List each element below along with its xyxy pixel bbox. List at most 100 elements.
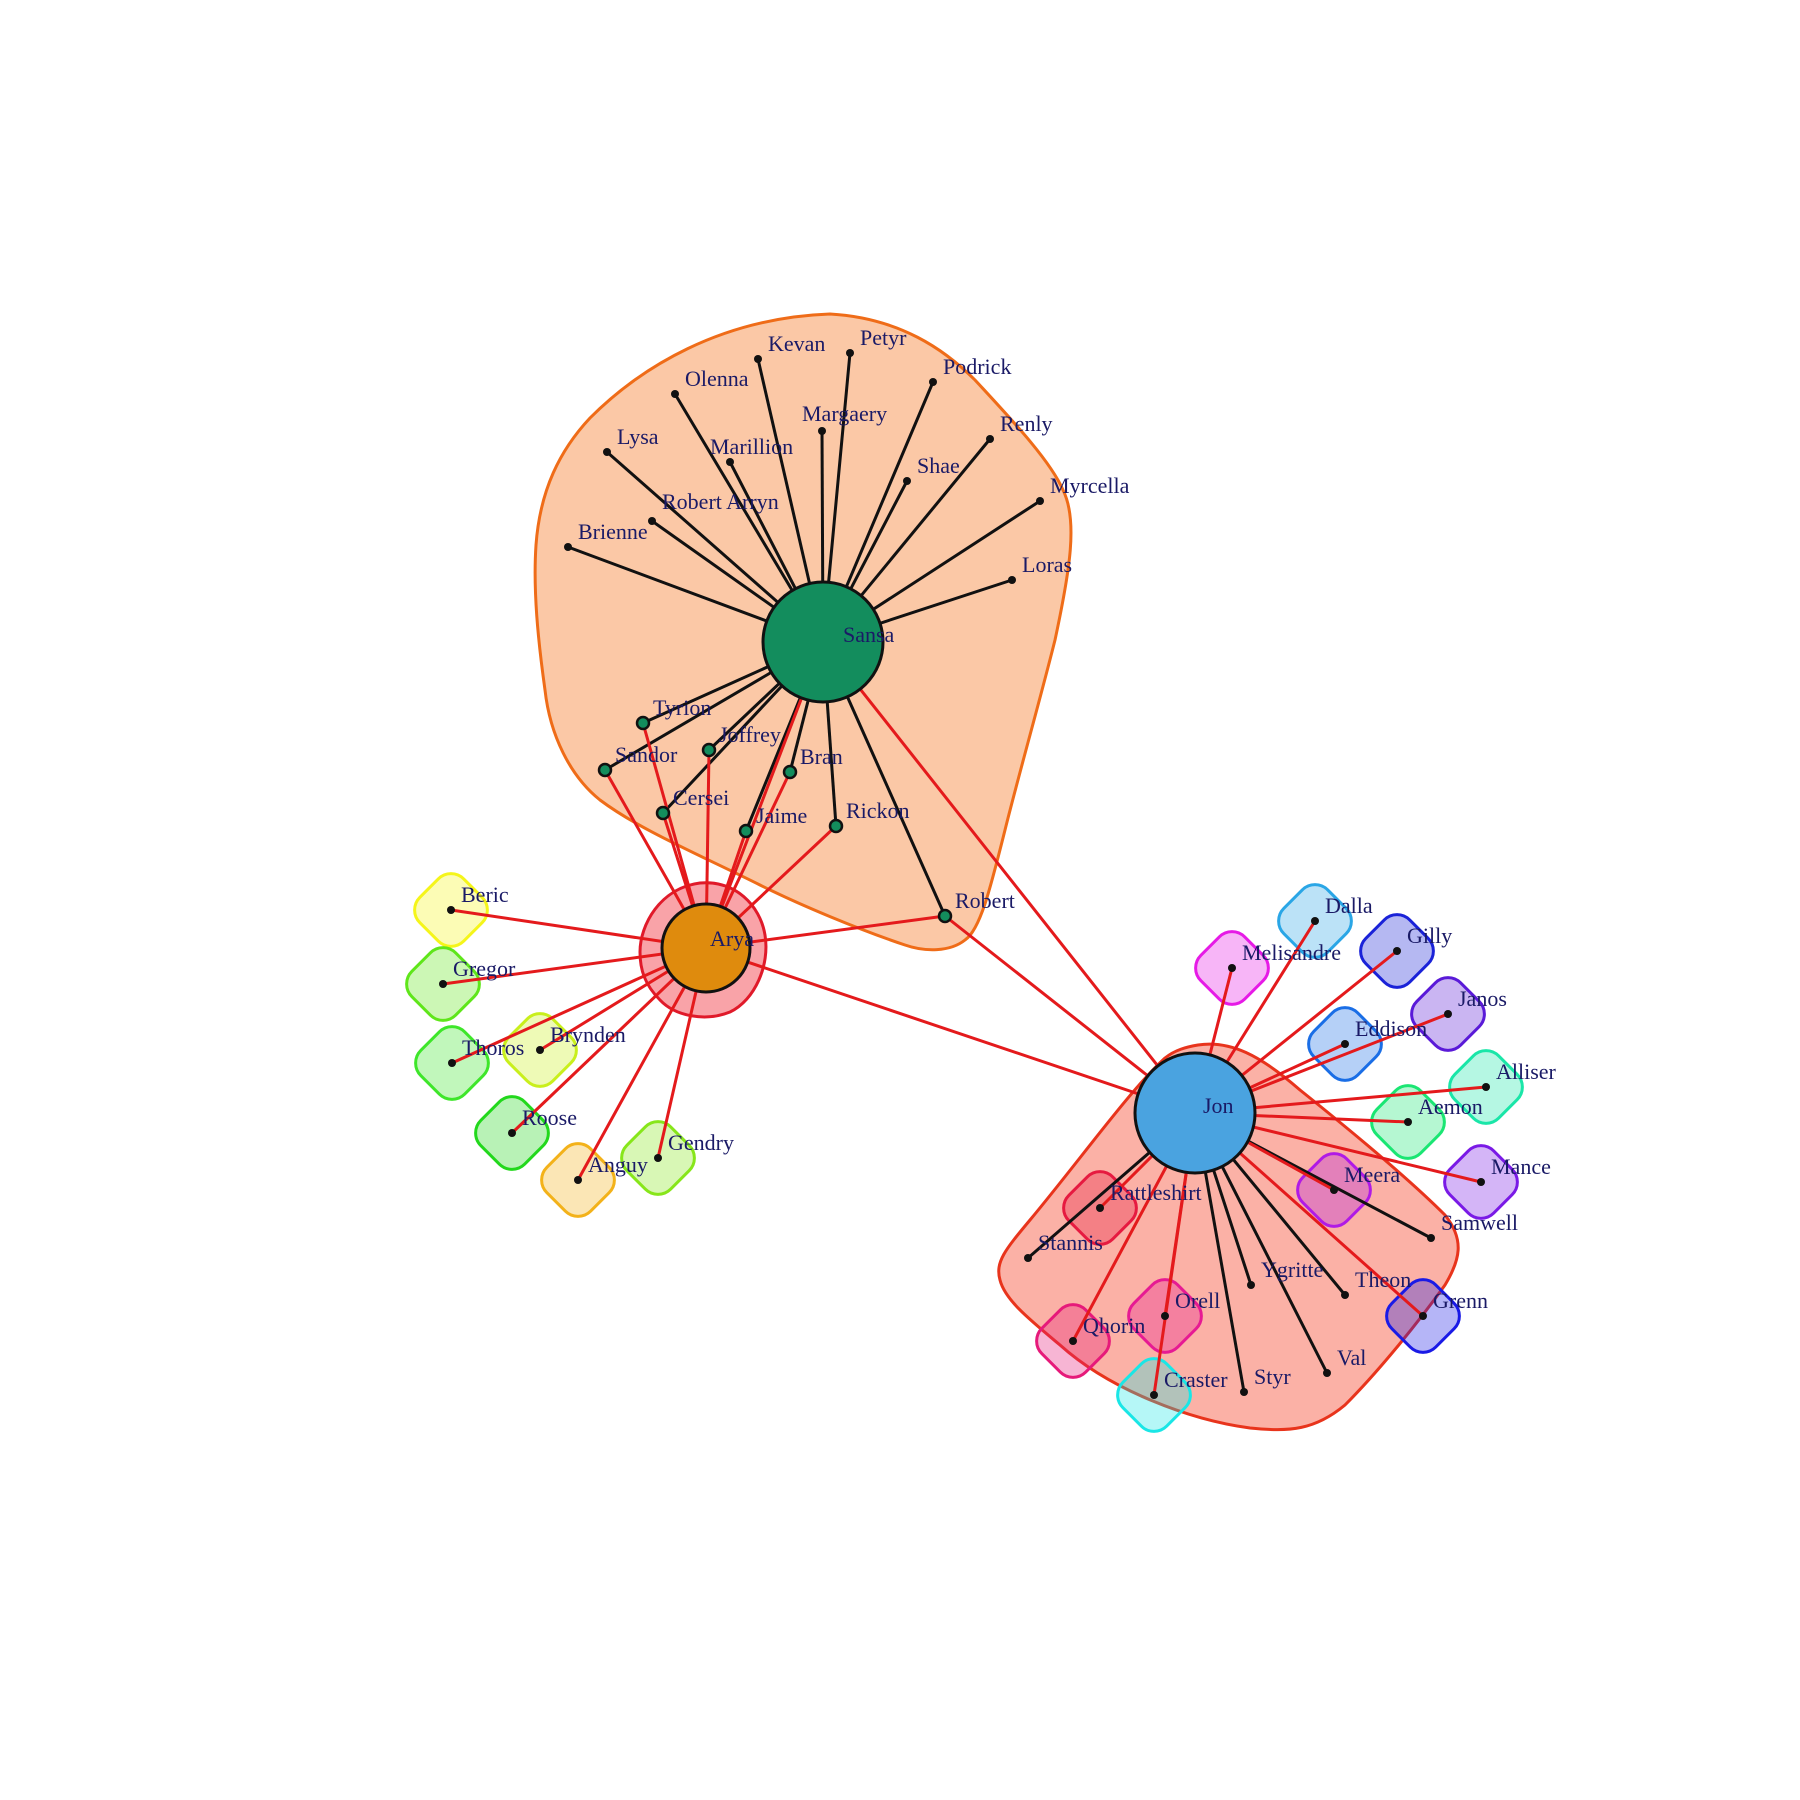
val-label: Val	[1337, 1345, 1366, 1370]
arya-label: Arya	[710, 926, 754, 951]
jaime-node[interactable]	[738, 823, 754, 839]
rickon-node[interactable]	[828, 818, 844, 834]
mance-label: Mance	[1491, 1154, 1551, 1179]
gilly-label: Gilly	[1407, 923, 1452, 948]
myrcella-label: Myrcella	[1050, 473, 1130, 498]
samwell-label: Samwell	[1441, 1210, 1518, 1235]
shae-node[interactable]	[903, 477, 911, 485]
sansa-label: Sansa	[843, 622, 895, 647]
edge-sansa-jon	[821, 641, 1197, 1114]
dalla-node[interactable]	[1311, 917, 1319, 925]
renly-label: Renly	[1000, 411, 1053, 436]
shae-label: Shae	[917, 453, 960, 478]
bran-node[interactable]	[782, 764, 798, 780]
marillion-node[interactable]	[726, 458, 734, 466]
theon-node[interactable]	[1341, 1291, 1349, 1299]
qhorin-label: Qhorin	[1083, 1313, 1145, 1338]
orell-node[interactable]	[1161, 1312, 1169, 1320]
olenna-label: Olenna	[685, 366, 749, 391]
lysa-node[interactable]	[603, 448, 611, 456]
brienne-node[interactable]	[564, 543, 572, 551]
mance-node[interactable]	[1477, 1178, 1485, 1186]
gilly-node[interactable]	[1393, 947, 1401, 955]
dalla-label: Dalla	[1325, 893, 1373, 918]
val-node[interactable]	[1323, 1369, 1331, 1377]
theon-label: Theon	[1355, 1267, 1411, 1292]
nodes	[439, 349, 1490, 1399]
aemon-label: Aemon	[1418, 1094, 1483, 1119]
alliser-label: Alliser	[1496, 1059, 1557, 1084]
loras-node[interactable]	[1008, 576, 1016, 584]
grenn-node[interactable]	[1419, 1312, 1427, 1320]
brynden-node[interactable]	[536, 1046, 544, 1054]
jon-node[interactable]	[1133, 1051, 1257, 1175]
styr-node[interactable]	[1240, 1388, 1248, 1396]
sandor-label: Sandor	[615, 742, 678, 767]
aemon-node[interactable]	[1404, 1118, 1412, 1126]
gendry-node[interactable]	[654, 1154, 662, 1162]
thoros-label: Thoros	[462, 1035, 524, 1060]
cersei-node[interactable]	[655, 805, 671, 821]
edge-arya-jon	[705, 946, 1196, 1115]
beric-node[interactable]	[447, 906, 455, 914]
sansa-node[interactable]	[761, 580, 885, 704]
robert_arryn-label: Robert Arryn	[662, 489, 779, 514]
rickon-label: Rickon	[846, 798, 910, 823]
ygritte-label: Ygritte	[1261, 1257, 1323, 1282]
tyrion-node[interactable]	[635, 715, 651, 731]
rattleshirt-label: Rattleshirt	[1110, 1180, 1202, 1205]
melisandre-node[interactable]	[1228, 964, 1236, 972]
cersei-label: Cersei	[673, 785, 729, 810]
petyr-node[interactable]	[846, 349, 854, 357]
edge-arya-thoros	[451, 946, 707, 1065]
podrick-node[interactable]	[929, 378, 937, 386]
loras-label: Loras	[1022, 552, 1072, 577]
joffrey-node[interactable]	[701, 742, 717, 758]
jon-label: Jon	[1203, 1093, 1234, 1118]
eddison-node[interactable]	[1341, 1040, 1349, 1048]
brienne-label: Brienne	[578, 519, 648, 544]
marillion-label: Marillion	[710, 434, 793, 459]
samwell-node[interactable]	[1427, 1234, 1435, 1242]
podrick-label: Podrick	[943, 354, 1011, 379]
kevan-node[interactable]	[754, 355, 762, 363]
robert-node[interactable]	[937, 908, 953, 924]
gendry-label: Gendry	[668, 1130, 734, 1155]
margaery-label: Margaery	[802, 401, 887, 426]
anguy-node[interactable]	[574, 1176, 582, 1184]
rattleshirt-node[interactable]	[1096, 1204, 1104, 1212]
ygritte-node[interactable]	[1247, 1281, 1255, 1289]
stannis-node[interactable]	[1024, 1254, 1032, 1262]
lysa-label: Lysa	[617, 424, 659, 449]
melisandre-label: Melisandre	[1242, 940, 1341, 965]
roose-node[interactable]	[508, 1129, 516, 1137]
bran-label: Bran	[800, 744, 843, 769]
janos-node[interactable]	[1444, 1010, 1452, 1018]
renly-node[interactable]	[986, 435, 994, 443]
olenna-node[interactable]	[671, 390, 679, 398]
thoros-node[interactable]	[448, 1059, 456, 1067]
robert_arryn-node[interactable]	[648, 517, 656, 525]
grenn-label: Grenn	[1433, 1288, 1488, 1313]
craster-label: Craster	[1164, 1367, 1228, 1392]
robert-label: Robert	[955, 888, 1015, 913]
joffrey-label: Joffrey	[719, 722, 781, 747]
stannis-label: Stannis	[1038, 1230, 1103, 1255]
gregor-label: Gregor	[453, 956, 516, 981]
qhorin-node[interactable]	[1069, 1337, 1077, 1345]
arya-node[interactable]	[660, 902, 752, 994]
anguy-label: Anguy	[588, 1152, 648, 1177]
meera-node[interactable]	[1330, 1186, 1338, 1194]
beric-label: Beric	[461, 882, 509, 907]
alliser-node[interactable]	[1482, 1083, 1490, 1091]
myrcella-node[interactable]	[1036, 497, 1044, 505]
craster-node[interactable]	[1150, 1391, 1158, 1399]
sandor-node[interactable]	[597, 762, 613, 778]
gregor-node[interactable]	[439, 980, 447, 988]
styr-label: Styr	[1254, 1364, 1291, 1389]
roose-label: Roose	[522, 1105, 577, 1130]
jaime-label: Jaime	[756, 803, 807, 828]
margaery-node[interactable]	[818, 427, 826, 435]
